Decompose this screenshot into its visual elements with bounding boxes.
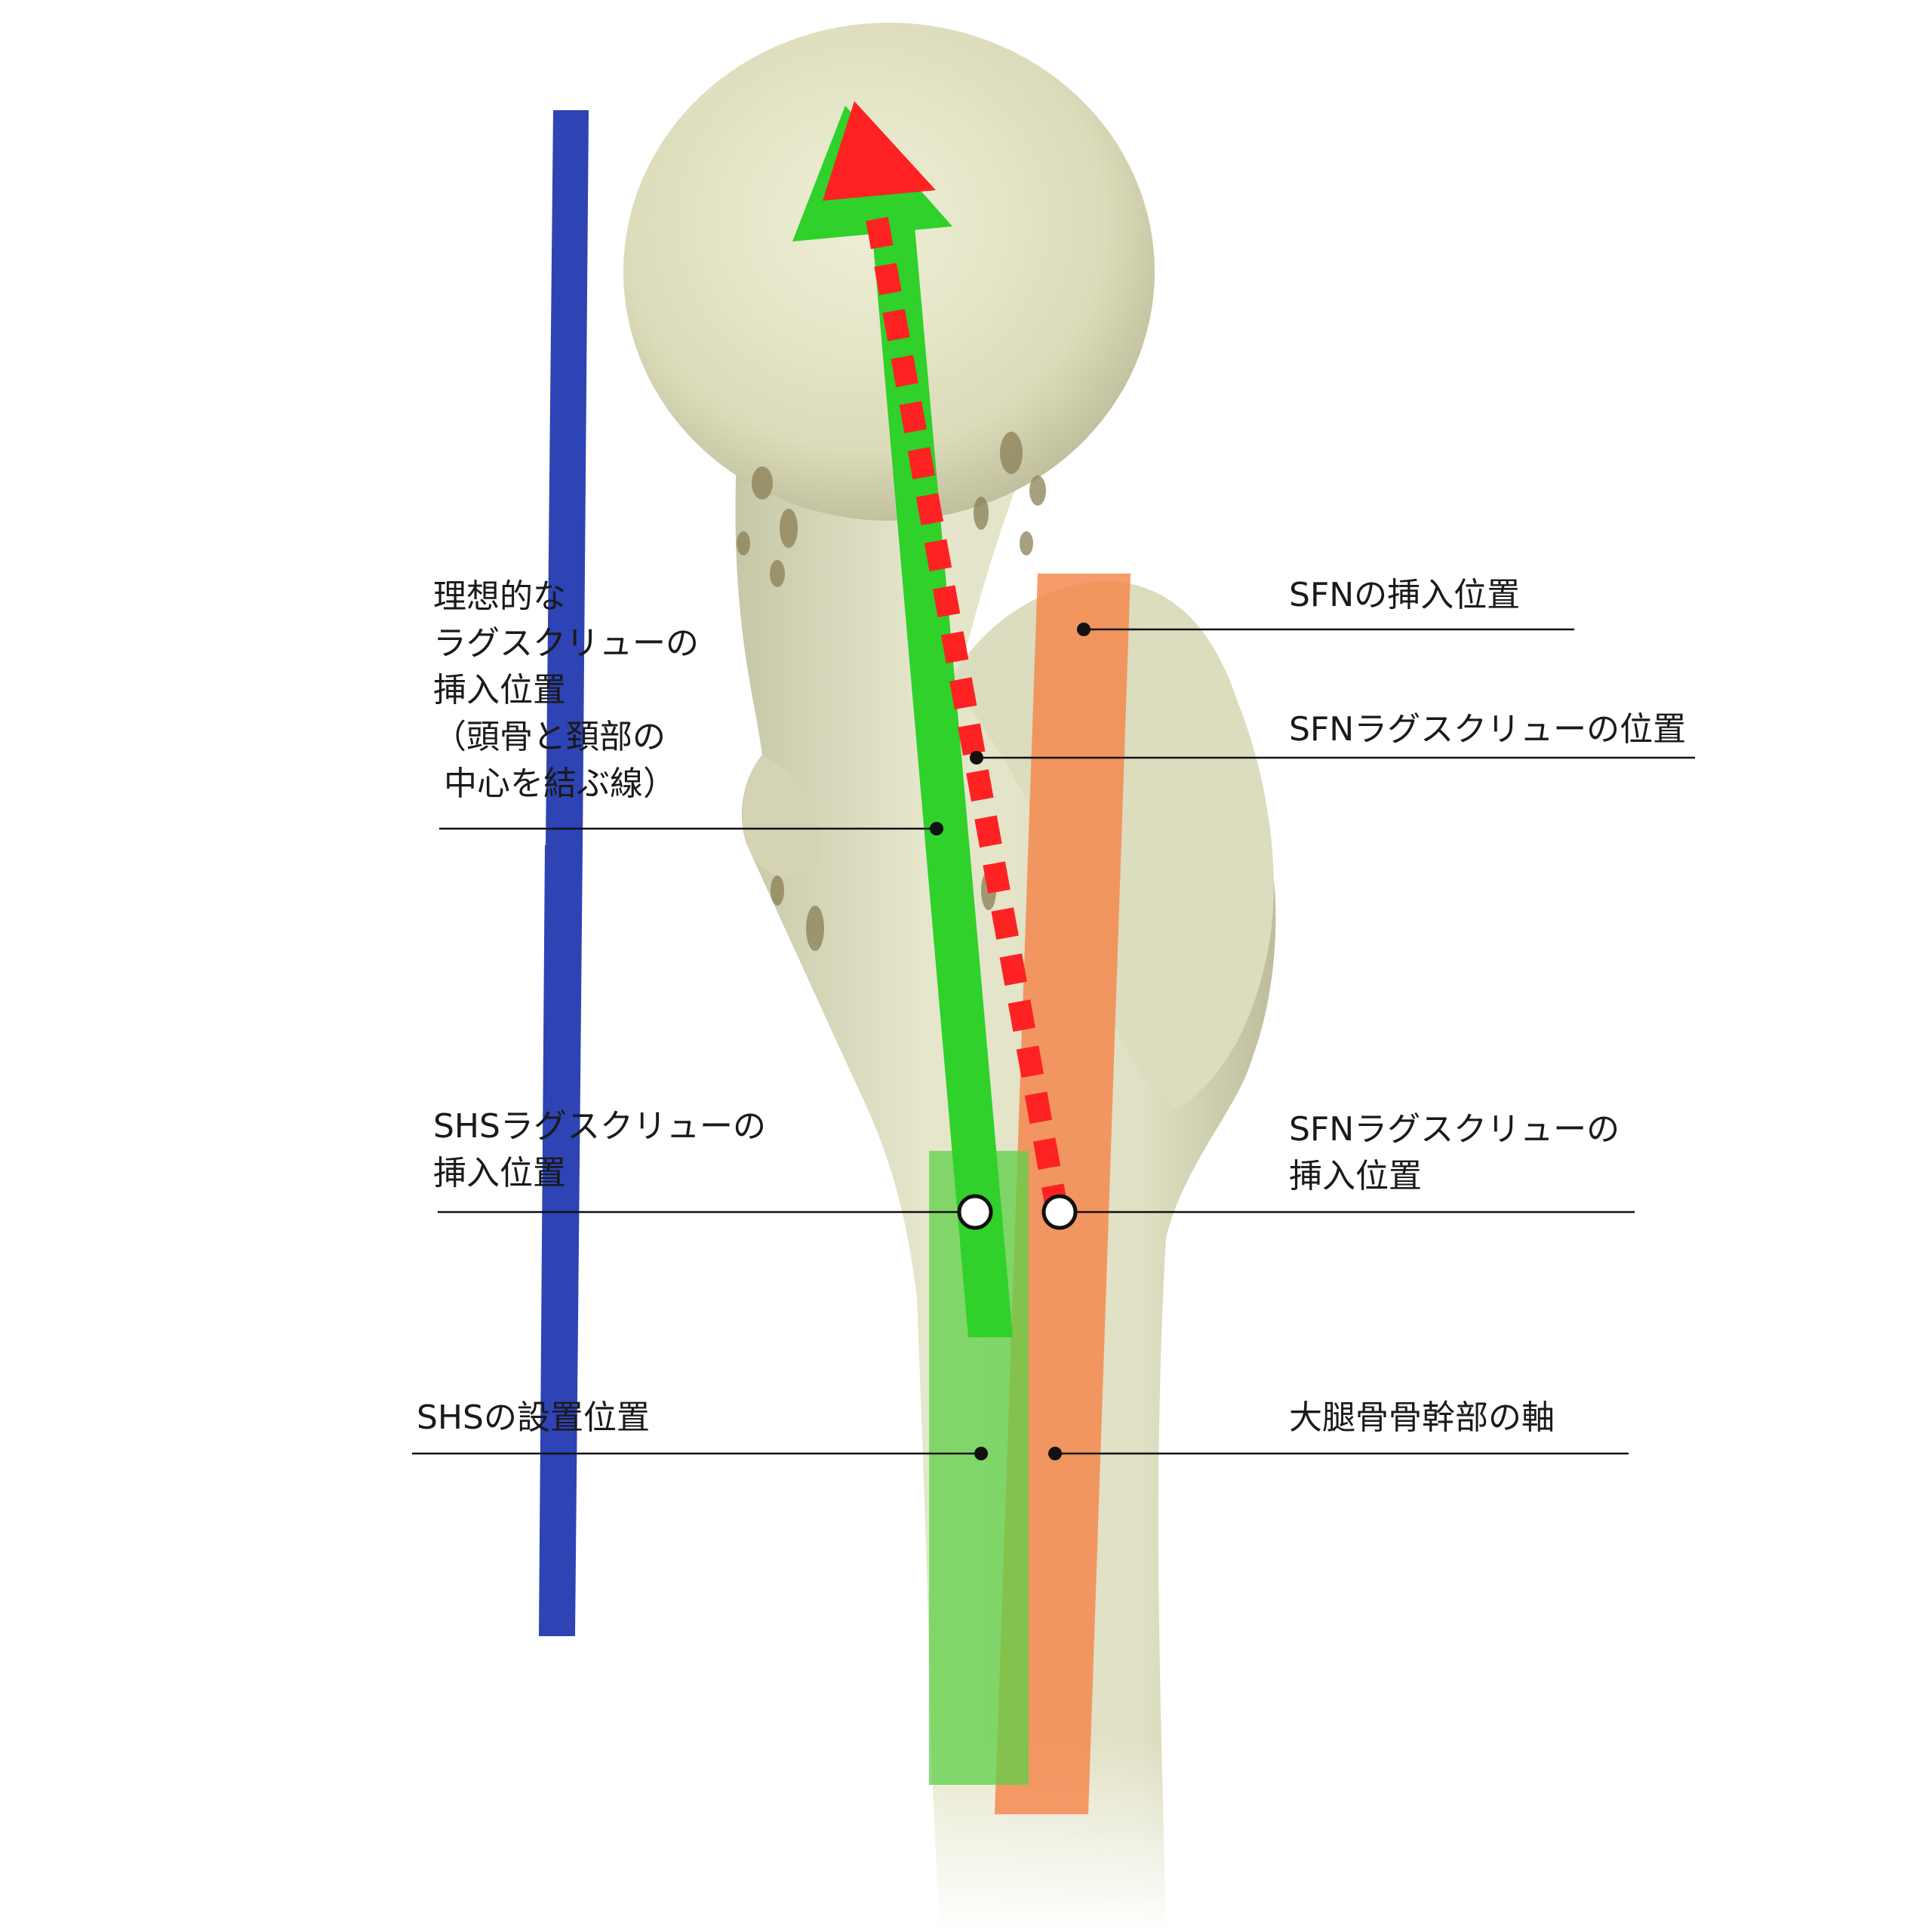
shs-lag-insertion-point xyxy=(957,1194,993,1230)
label-line: SFNの挿入位置 xyxy=(1289,576,1521,614)
label-line: SFNラグスクリューの xyxy=(1289,1110,1620,1149)
dot-shs-placement xyxy=(974,1447,988,1460)
label-ideal-lag-screw: 理想的な ラグスクリューの 挿入位置 （頭骨と頚部の 中心を結ぶ線） xyxy=(433,574,699,808)
label-line: SHSラグスクリューの xyxy=(433,1107,766,1146)
leader-dots xyxy=(930,623,1091,1460)
label-shs-placement: SHSの設置位置 xyxy=(417,1395,650,1441)
label-sfn-lag-position: SFNラグスクリューの位置 xyxy=(1289,706,1686,753)
dot-sfn-lag-position xyxy=(970,751,983,764)
label-line: SFNラグスクリューの位置 xyxy=(1289,710,1687,749)
label-line: （頭骨と頚部の xyxy=(433,718,666,756)
label-sfn-insertion: SFNの挿入位置 xyxy=(1289,572,1520,619)
label-line: 挿入位置 xyxy=(1289,1157,1422,1195)
dot-ideal xyxy=(930,822,943,835)
ideal-line-arrow-shaft xyxy=(872,226,1013,1337)
label-line: 大腿骨骨幹部の軸 xyxy=(1289,1398,1555,1437)
label-line: SHSの設置位置 xyxy=(417,1398,650,1437)
sfn-lag-insertion-point xyxy=(1041,1194,1078,1230)
label-line: 挿入位置 xyxy=(433,671,566,709)
sfn-lag-screw-dotted-line xyxy=(866,217,1068,1210)
label-line: 中心を結ぶ線） xyxy=(433,764,676,803)
label-line: ラグスクリューの xyxy=(433,624,699,663)
dot-sfn-insertion xyxy=(1077,623,1091,636)
cancellous-holes xyxy=(737,432,1046,951)
label-line: 挿入位置 xyxy=(433,1154,566,1192)
label-line: 理想的な xyxy=(433,577,566,616)
sfn-lag-screw-arrow-head xyxy=(823,101,936,201)
leader-lines xyxy=(412,628,1695,1455)
blue-bar-top xyxy=(546,110,589,845)
label-sfn-lag-insertion: SFNラグスクリューの 挿入位置 xyxy=(1289,1106,1620,1200)
blue-reference-bar xyxy=(539,110,589,1636)
label-femoral-shaft-axis: 大腿骨骨幹部の軸 xyxy=(1289,1395,1555,1441)
label-shs-lag-insertion: SHSラグスクリューの 挿入位置 xyxy=(433,1103,766,1197)
blue-bar-bottom xyxy=(539,845,583,1636)
lesser-trochanter xyxy=(742,755,823,879)
dot-femoral-axis xyxy=(1048,1447,1062,1460)
